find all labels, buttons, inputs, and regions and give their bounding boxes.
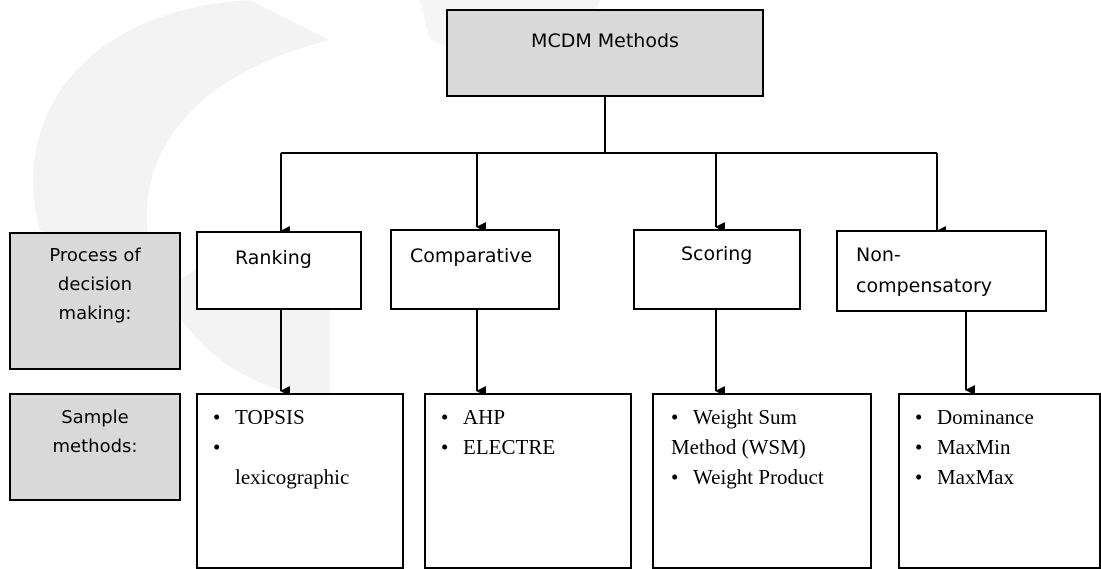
methods-comparative: •AHP •ELECTRE — [424, 393, 632, 569]
bullet-icon: • — [915, 405, 923, 429]
methods-noncompensatory: •Dominance •MaxMin •MaxMax — [898, 393, 1101, 569]
category-label-line: Non- — [856, 244, 901, 266]
bullet-icon: • — [915, 435, 923, 459]
category-comparative: Comparative — [390, 229, 560, 310]
category-scoring: Scoring — [633, 229, 801, 310]
category-ranking: Ranking — [196, 231, 362, 310]
category-label-line: compensatory — [856, 275, 993, 297]
method-item: •MaxMin — [915, 432, 1099, 462]
process-label-line: decision — [57, 274, 133, 295]
bullet-icon: • — [441, 405, 449, 429]
bullet-icon: • — [441, 435, 449, 459]
method-item: •AHP — [441, 402, 621, 432]
bullet-icon: • — [213, 405, 221, 429]
bullet-icon: • — [671, 465, 679, 489]
sample-label-line: Sample — [61, 407, 129, 428]
bullet-icon: • — [915, 465, 923, 489]
method-item: •lexicographic — [213, 432, 383, 492]
sample-row-label: Sample methods: — [9, 393, 181, 501]
category-label: Comparative — [410, 245, 533, 267]
sample-label-line: methods: — [52, 436, 138, 457]
method-item: •MaxMax — [915, 462, 1099, 492]
methods-ranking: •TOPSIS •lexicographic — [196, 393, 404, 569]
root-node: MCDM Methods — [446, 9, 764, 97]
category-label: Ranking — [235, 247, 312, 269]
method-item: •TOPSIS — [213, 402, 383, 432]
method-item: •Weight Sum Method (WSM) — [671, 402, 866, 462]
bullet-icon: • — [671, 405, 679, 429]
method-item: •Dominance — [915, 402, 1099, 432]
process-label-line: making: — [58, 303, 132, 324]
methods-scoring: •Weight Sum Method (WSM) •Weight Product — [652, 393, 872, 569]
process-label-line: Process of — [49, 245, 141, 266]
root-label: MCDM Methods — [531, 30, 679, 52]
category-label: Scoring — [681, 243, 753, 265]
process-row-label: Process of decision making: — [9, 232, 181, 370]
category-noncompensatory: Non- compensatory — [836, 230, 1047, 312]
method-item: •ELECTRE — [441, 432, 621, 462]
method-item: •Weight Product — [671, 462, 866, 492]
bullet-icon: • — [213, 435, 221, 459]
